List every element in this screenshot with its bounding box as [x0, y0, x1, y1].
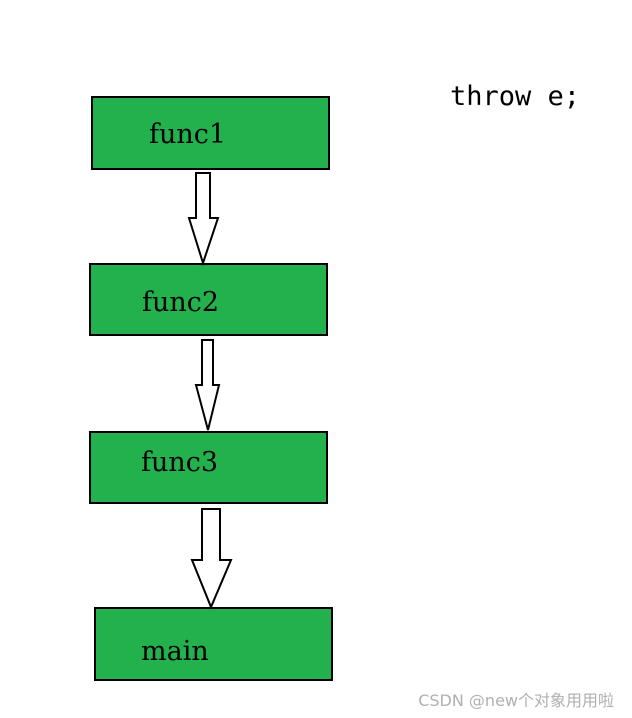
node-func2: func2: [89, 263, 328, 336]
node-func1: func1: [91, 96, 330, 170]
node-func2-label: func2: [142, 287, 220, 318]
arrow-func2-to-func3-shape: [194, 339, 221, 431]
watermark: CSDN @new个对象用用啦: [418, 691, 614, 710]
node-main: main: [94, 607, 333, 681]
throw-statement: throw e;: [450, 81, 581, 112]
node-func3-label: func3: [141, 447, 219, 478]
node-func1-label: func1: [149, 119, 227, 150]
arrow-func2-to-func3: [194, 339, 221, 431]
arrow-func1-to-func2-shape: [187, 172, 220, 266]
arrow-func3-to-main-shape: [190, 508, 233, 610]
node-main-label: main: [141, 636, 209, 667]
arrow-func1-to-func2: [187, 172, 220, 266]
node-func3: func3: [89, 431, 328, 504]
arrow-func3-to-main: [190, 508, 233, 610]
